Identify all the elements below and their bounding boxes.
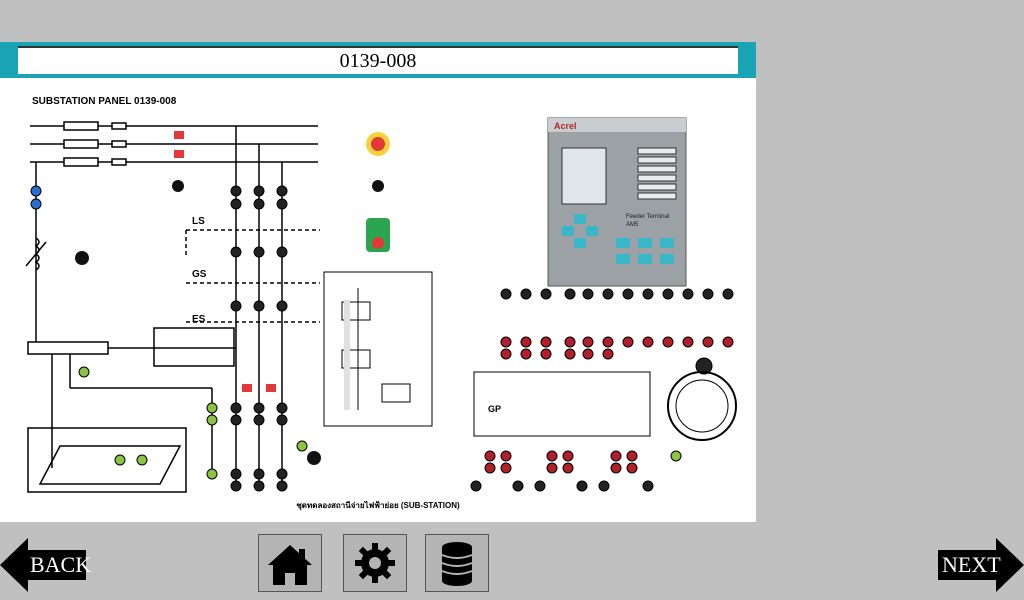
- relay-model-line1: Feeder Terminal: [626, 214, 669, 220]
- ls-label: LS: [192, 216, 205, 227]
- next-label: NEXT: [942, 552, 1001, 577]
- settings-button[interactable]: [343, 534, 407, 592]
- back-label: BACK: [30, 552, 92, 577]
- header-bar: 0139-008: [0, 42, 756, 78]
- next-arrow-icon: [938, 538, 1024, 592]
- diagram-drawing: SUBSTATION PANEL 0139-008: [25, 96, 737, 511]
- home-button[interactable]: [258, 534, 322, 592]
- gear-icon: [355, 543, 395, 583]
- database-button[interactable]: [425, 534, 489, 592]
- diagram-caption: ชุดทดลองสถานีจ่ายไฟฟ้าย่อย (SUB-STATION): [296, 500, 460, 511]
- gp-label: GP: [488, 404, 501, 414]
- relay-brand: Acrel: [554, 121, 577, 131]
- home-icon: [268, 545, 312, 585]
- panel-title: SUBSTATION PANEL 0139-008: [32, 96, 177, 107]
- gs-label: GS: [192, 269, 207, 280]
- back-button[interactable]: BACK: [0, 538, 91, 592]
- next-button[interactable]: NEXT: [938, 538, 1024, 592]
- es-label: ES: [192, 314, 206, 325]
- relay-model-line2: AM5: [626, 222, 639, 228]
- database-icon: [441, 542, 473, 586]
- page-title: 0139-008: [18, 46, 738, 74]
- substation-diagram: SUBSTATION PANEL 0139-008: [0, 78, 756, 522]
- back-arrow-icon: [0, 538, 86, 592]
